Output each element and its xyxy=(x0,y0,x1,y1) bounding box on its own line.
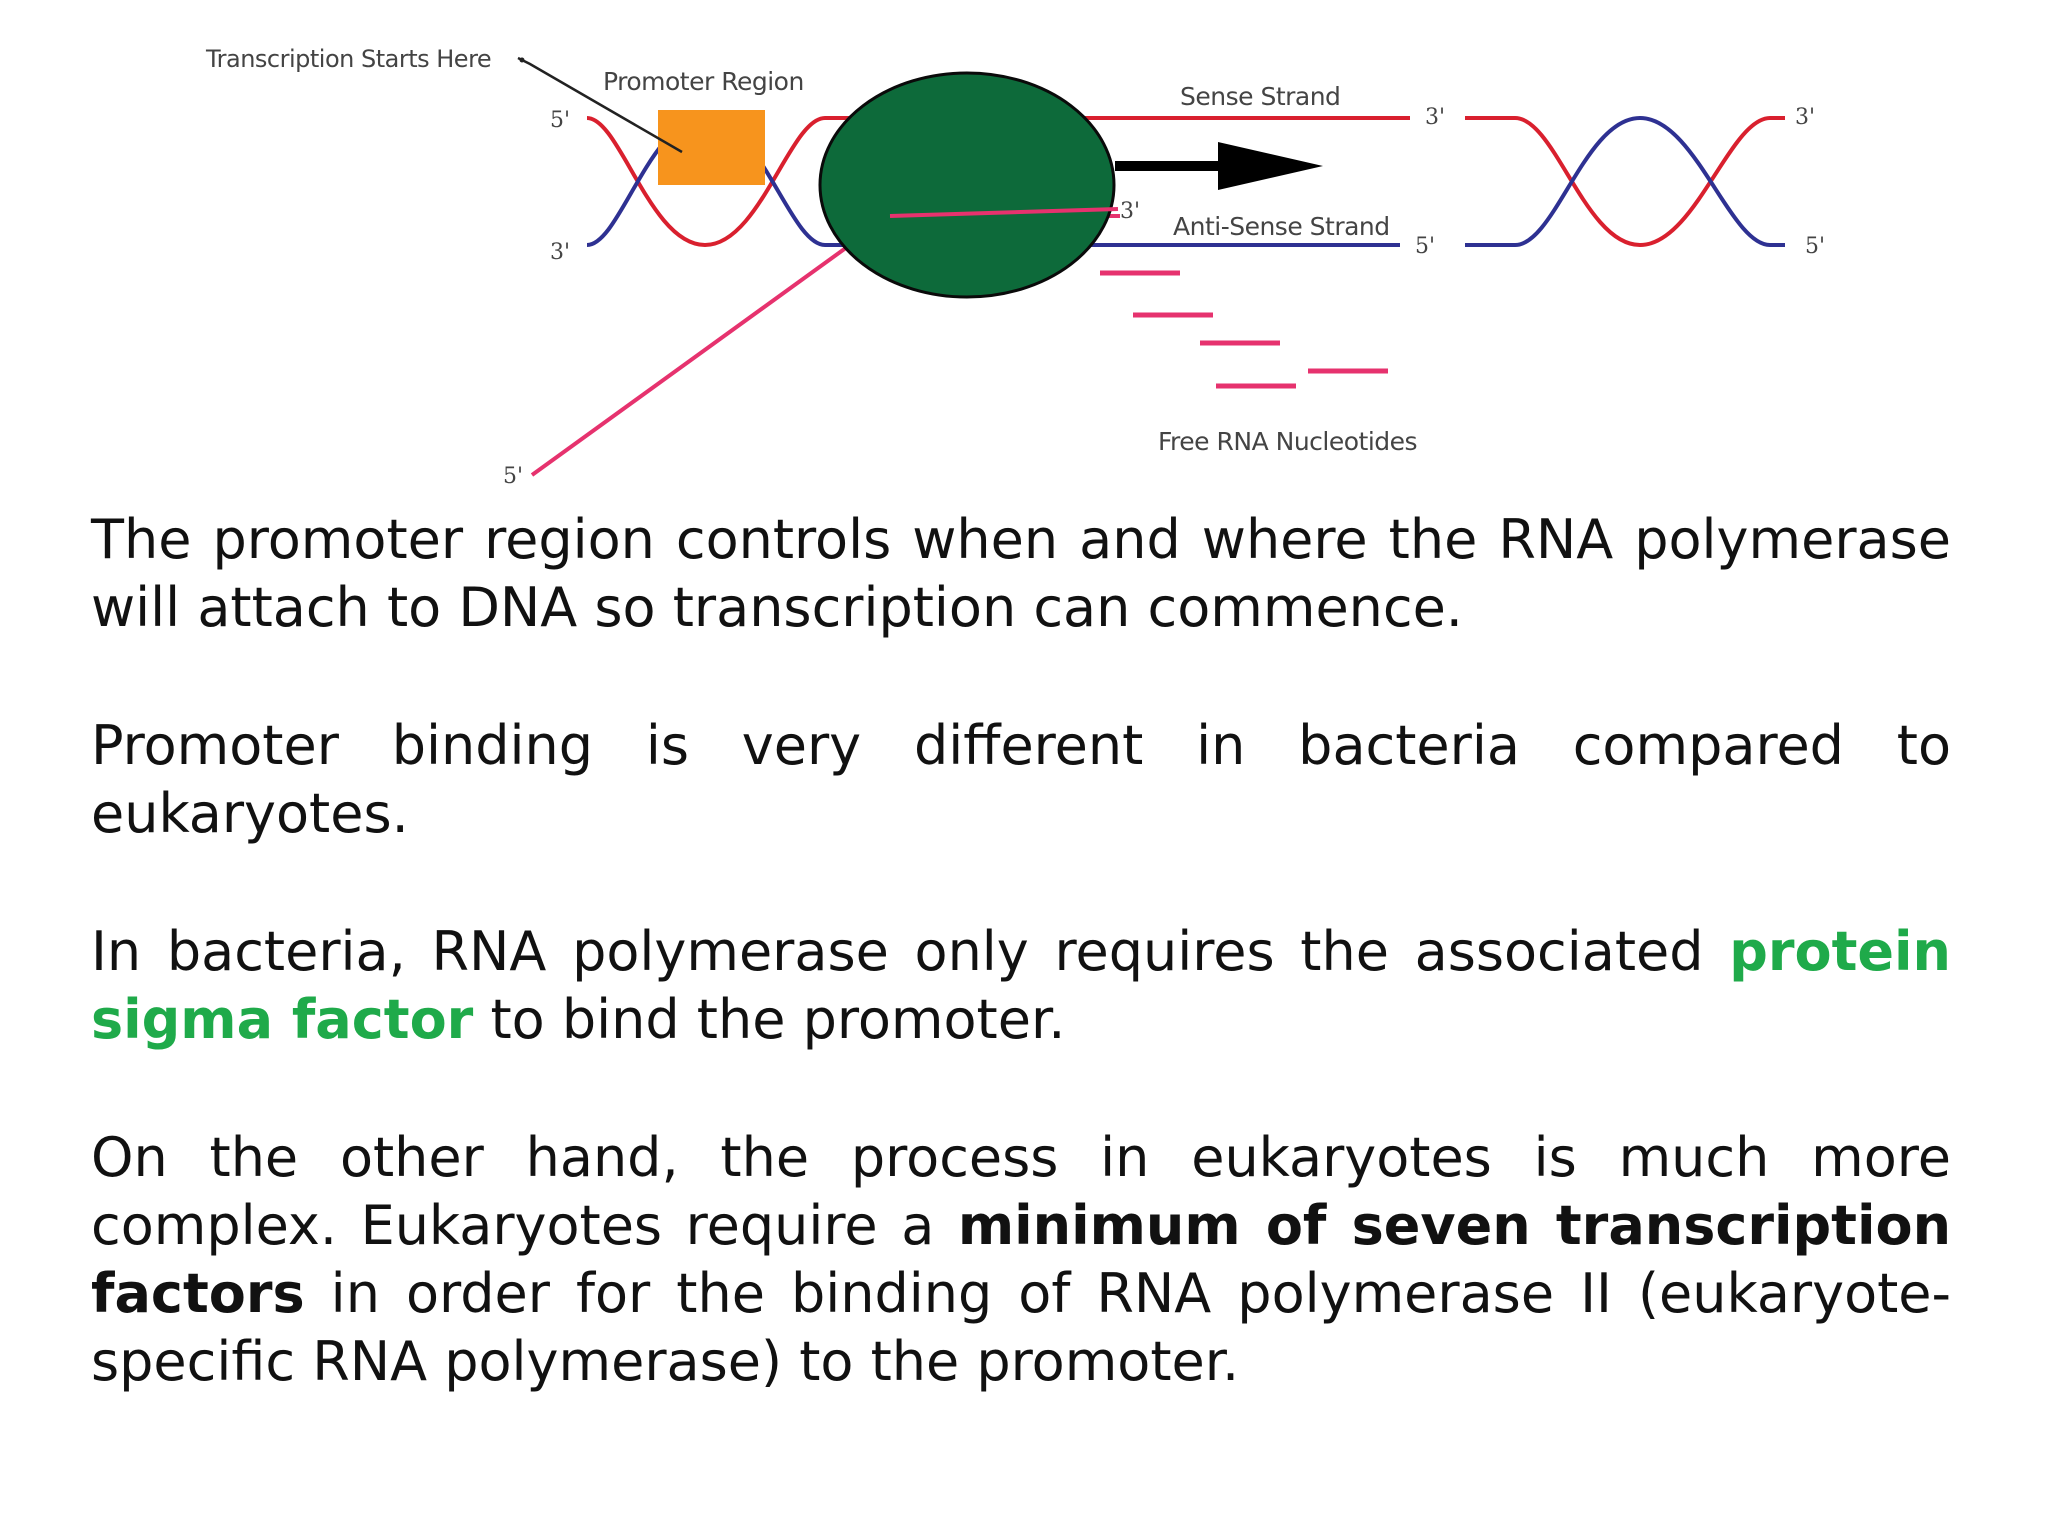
bacteria-text-before: In bacteria, RNA polymerase only require… xyxy=(91,920,1730,983)
free-nucleotides-label: Free RNA Nucleotides xyxy=(1158,427,1417,456)
text-body: The promoter region controls when and wh… xyxy=(91,506,1951,1396)
bacteria-text-after: to bind the promoter. xyxy=(473,988,1066,1051)
transcription-diagram: Transcription Starts Here Promoter Regio… xyxy=(205,45,1825,489)
free-nucleotides xyxy=(1100,270,1388,389)
right-blue-helix xyxy=(1514,115,1785,247)
strand-end-mid-bottom: 5' xyxy=(1415,234,1435,259)
strand-end-rna-start: 5' xyxy=(503,464,523,489)
rna-polymerase xyxy=(818,71,1116,299)
paragraph-eukaryotes: On the other hand, the process in eukary… xyxy=(91,1124,1951,1396)
strand-end-left-bottom: 3' xyxy=(550,240,570,265)
paragraph-binding-difference: Promoter binding is very different in ba… xyxy=(91,714,1951,845)
eukaryotes-text-before: On the other hand, the process in eukary… xyxy=(91,1126,1951,1257)
strand-end-right-bottom: 5' xyxy=(1805,234,1825,259)
right-red-helix xyxy=(1514,116,1785,248)
sigma-factor-highlight: protein sigma factor xyxy=(91,920,1951,1051)
transcription-factors-bold: minimum of seven transcription factors xyxy=(91,1194,1952,1325)
strand-end-mid-top: 3' xyxy=(1425,105,1445,130)
paragraph-promoter-role: The promoter region controls when and wh… xyxy=(91,508,1951,639)
sense-strand-left xyxy=(586,116,826,248)
direction-arrow xyxy=(1115,142,1323,190)
sense-strand-label: Sense Strand xyxy=(1180,82,1340,111)
promoter-region-label: Promoter Region xyxy=(603,67,804,96)
antisense-strand-label: Anti-Sense Strand xyxy=(1173,212,1390,241)
paragraph-bacteria: In bacteria, RNA polymerase only require… xyxy=(91,918,1951,1054)
strand-end-rna-end: 3' xyxy=(1120,199,1140,224)
start-pointer-dot xyxy=(519,57,525,63)
eukaryotes-text-after: in order for the binding of RNA polymera… xyxy=(91,1262,1951,1393)
strand-end-left-top: 5' xyxy=(550,108,570,133)
transcription-start-label: Transcription Starts Here xyxy=(205,45,491,73)
strand-end-right-top: 3' xyxy=(1795,105,1815,130)
rna-strand-over xyxy=(889,207,1119,218)
